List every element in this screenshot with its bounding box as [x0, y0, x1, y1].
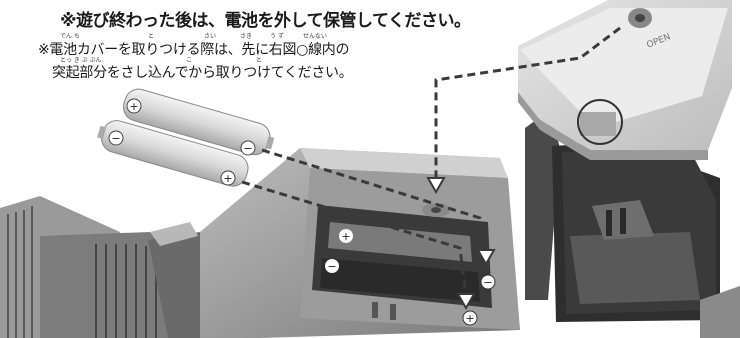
furigana-tokkibubun: とっ き ぶ ぶん — [60, 57, 102, 64]
battery-top-plus-mark — [126, 98, 142, 114]
battery-bottom-plus: + — [223, 172, 232, 185]
insertion-guides — [241, 26, 621, 297]
guide-arrowheads — [426, 177, 496, 311]
battery-top-minus-mark — [240, 140, 256, 156]
furigana-sennai: せんない — [303, 33, 328, 40]
furigana-ko: こ — [186, 57, 193, 64]
furigana-denchi: でん ち — [60, 33, 80, 40]
compartment-plus: + — [341, 230, 350, 243]
battery-bottom-minus-mark — [108, 130, 124, 146]
toy-left-parts — [0, 196, 200, 338]
toy-body — [200, 148, 520, 338]
furigana-saki: さき — [240, 33, 253, 40]
compartment-plus-right: + — [465, 312, 474, 325]
furigana-sai: さい — [204, 33, 217, 40]
battery-cover: OPEN — [518, 0, 732, 160]
battery-top: + − — [123, 88, 275, 156]
battery-bottom-minus: − — [111, 132, 120, 145]
compartment-minus: − — [327, 260, 336, 273]
furigana-uzu: う ず — [270, 33, 284, 40]
cover-note-line2: 突起部分をさし込んでから取りつけてください。 — [52, 65, 353, 81]
furigana-to2: と — [256, 57, 263, 64]
compartment-minus-right: − — [483, 276, 492, 289]
cover-note-line1: ※電池カバーを取りつける際は、先に右図○線内の — [38, 42, 350, 58]
battery-top-plus: + — [129, 100, 138, 113]
compartment-marks: + − − + — [325, 229, 496, 326]
battery-top-minus: − — [243, 142, 252, 155]
battery-bottom-plus-mark — [220, 170, 236, 186]
battery-bottom: − + — [97, 120, 249, 187]
furigana-to: と — [148, 33, 155, 40]
battery-lid — [525, 110, 740, 338]
tab-highlight-circle — [577, 99, 623, 145]
storage-instruction: ※遊び終わった後は、電池を外して保管してください。 — [60, 11, 471, 31]
